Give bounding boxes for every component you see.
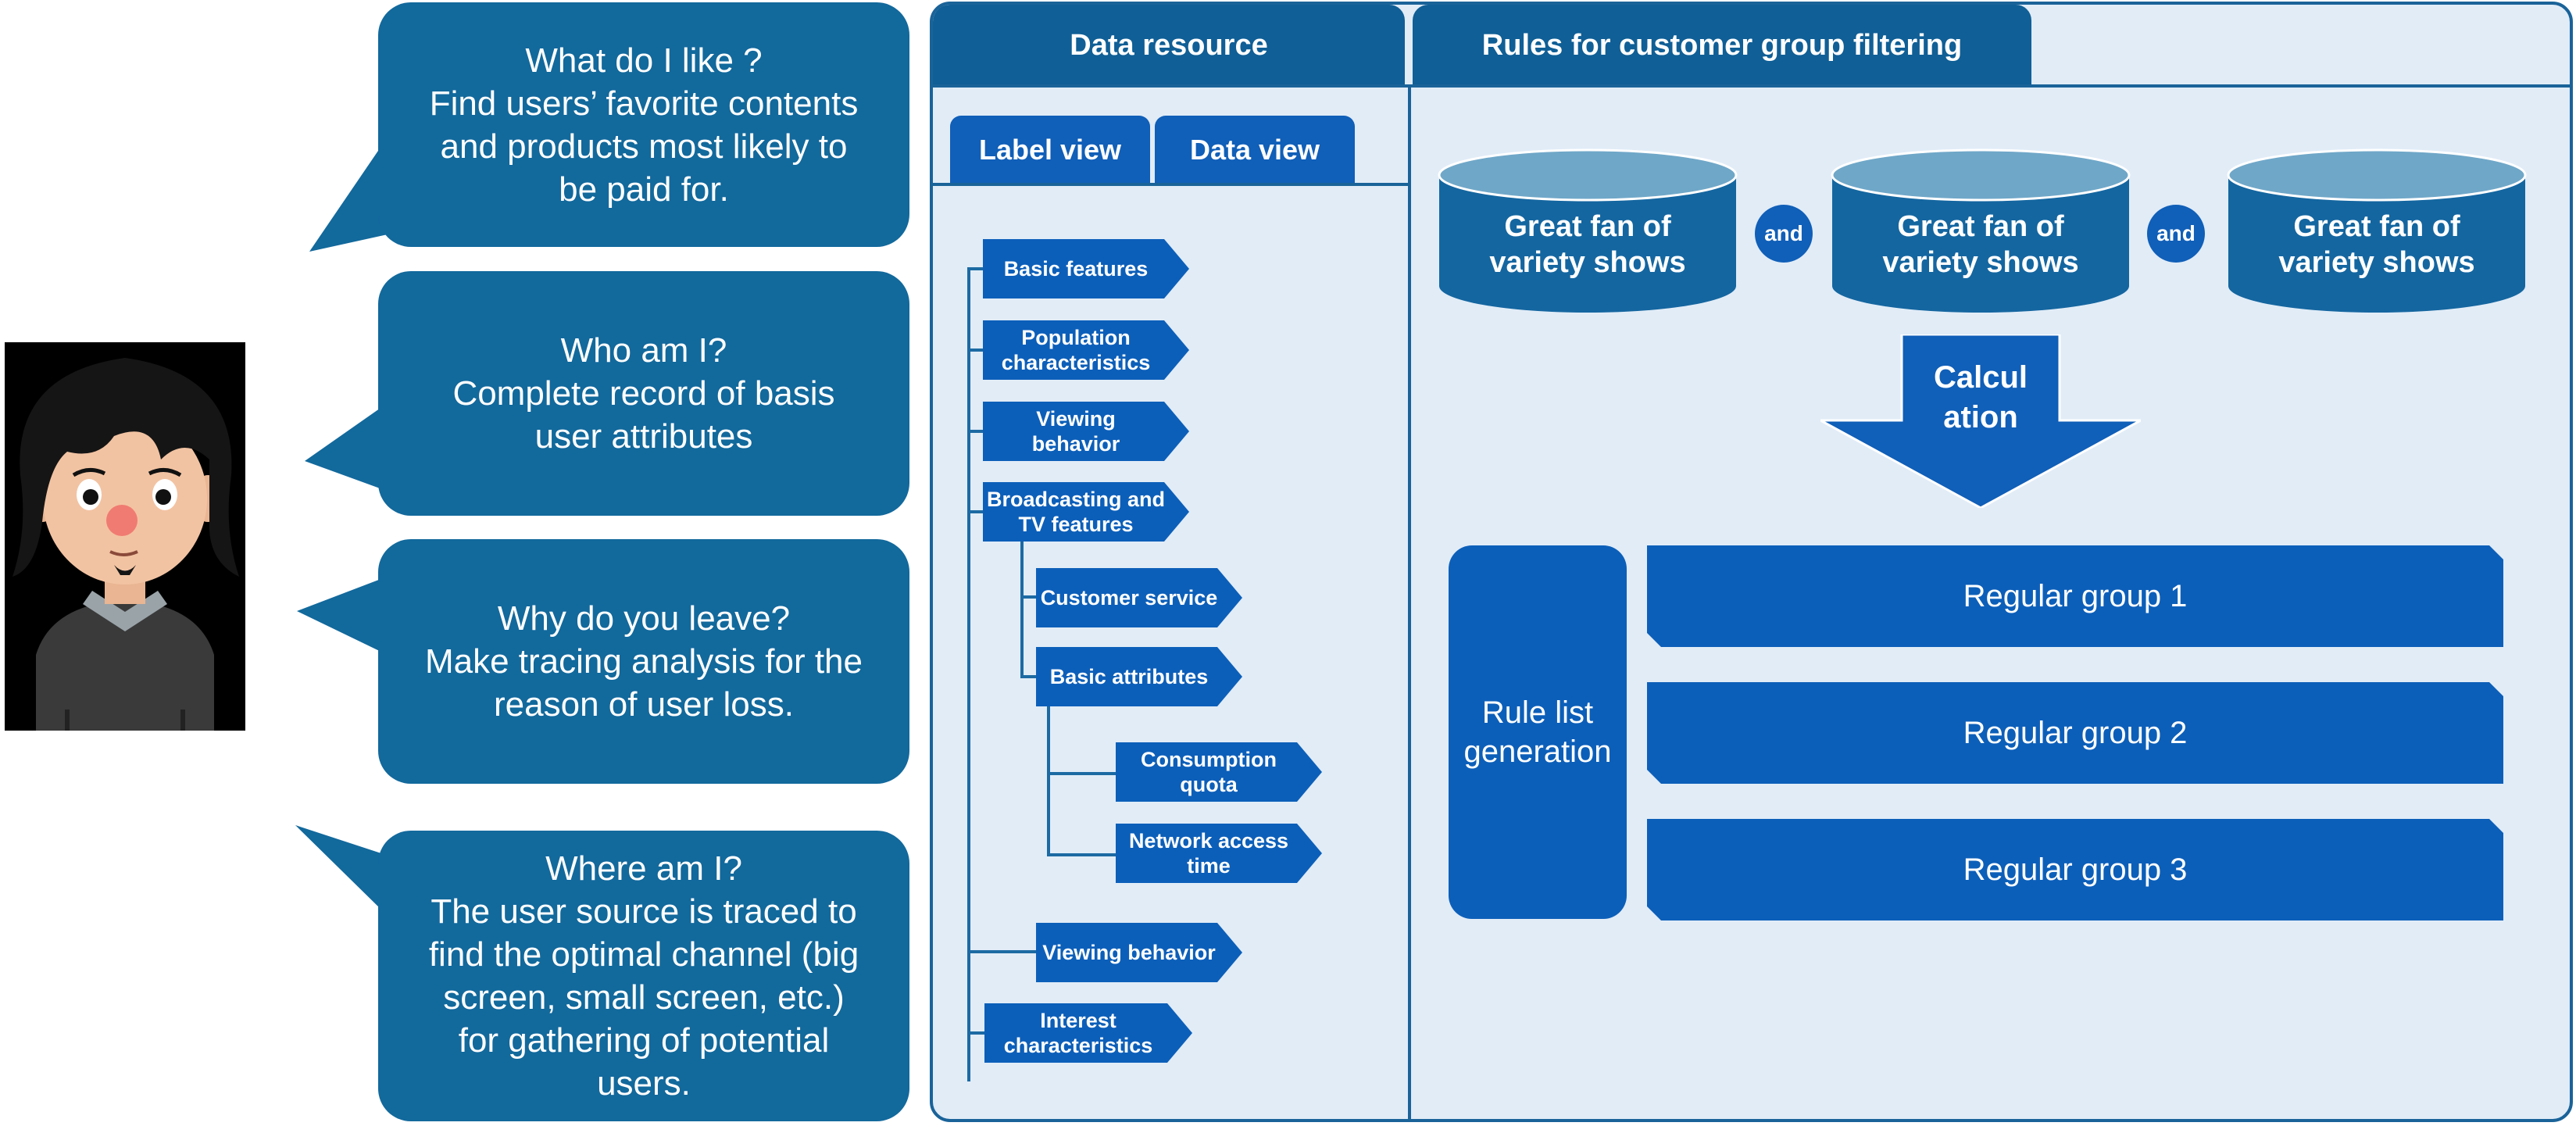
tree-item-basic-attributes[interactable]: Basic attributes bbox=[1036, 647, 1242, 706]
bubble-text: Who am I? Complete record of basis user … bbox=[452, 331, 835, 456]
tree-item-viewing-behavior-2[interactable]: Viewing behavior bbox=[1036, 923, 1242, 982]
bubble-tail-1 bbox=[309, 148, 388, 252]
tree-item-interest-characteristics[interactable]: Interest characteristics bbox=[984, 1003, 1192, 1063]
bubble-tail-2 bbox=[305, 406, 391, 492]
calculation-arrow-icon bbox=[1820, 334, 2141, 508]
regular-group-1[interactable]: Regular group 1 bbox=[1647, 545, 2503, 647]
tab-rules[interactable]: Rules for customer group filtering bbox=[1413, 5, 2031, 86]
group-label: Regular group 1 bbox=[1963, 578, 2188, 613]
cylinder-label: Great fan of variety shows bbox=[1489, 210, 1686, 279]
bubble-who-am-i: Who am I? Complete record of basis user … bbox=[378, 271, 909, 516]
tree-branch bbox=[1020, 675, 1038, 678]
tree-item-viewing-behavior[interactable]: Viewing behavior bbox=[983, 402, 1189, 461]
tree-branch bbox=[967, 430, 984, 433]
cylinder-shape bbox=[1438, 148, 1738, 313]
tab-label: Data resource bbox=[1070, 28, 1268, 62]
and-label: and bbox=[1764, 221, 1803, 245]
group-label: Regular group 3 bbox=[1963, 852, 2188, 887]
tree-item-customer-service[interactable]: Customer service bbox=[1036, 568, 1242, 627]
group-label: Regular group 2 bbox=[1963, 715, 2188, 750]
tree-branch bbox=[967, 1031, 986, 1035]
bubble-text: Where am I? The user source is traced to… bbox=[428, 849, 859, 1103]
tree-item-population-characteristics[interactable]: Population characteristics bbox=[983, 320, 1189, 380]
cartoon-user-icon bbox=[5, 342, 245, 731]
tree-branch bbox=[967, 267, 984, 270]
tree-trunk bbox=[967, 267, 970, 1081]
tree-branch bbox=[1020, 595, 1038, 599]
tab-label: Rules for customer group filtering bbox=[1481, 28, 1963, 62]
tree-branch bbox=[1047, 853, 1119, 856]
filter-cylinder-3[interactable]: Great fan of variety shows bbox=[2227, 148, 2527, 314]
tab-data-resource[interactable]: Data resource bbox=[933, 5, 1405, 86]
subtab-divider bbox=[933, 183, 1408, 186]
user-avatar bbox=[5, 342, 245, 731]
tree-branch bbox=[1047, 772, 1119, 775]
and-connector-2: and bbox=[2147, 205, 2205, 263]
and-connector-1: and bbox=[1755, 205, 1813, 263]
cylinder-label: Great fan of variety shows bbox=[1882, 210, 2079, 279]
bubble-what-do-i-like: What do I like ? Find users’ favorite co… bbox=[378, 2, 909, 247]
filter-cylinder-2[interactable]: Great fan of variety shows bbox=[1831, 148, 2131, 314]
calculation-label: Calcul ation bbox=[1933, 360, 2028, 435]
bubble-tail-4 bbox=[295, 825, 391, 911]
filter-cylinder-1[interactable]: Great fan of variety shows bbox=[1438, 148, 1738, 314]
tree-item-basic-features[interactable]: Basic features bbox=[983, 239, 1189, 298]
column-divider bbox=[1408, 84, 1411, 1119]
subtab-label: Label view bbox=[978, 134, 1122, 166]
bubble-text: What do I like ? Find users’ favorite co… bbox=[429, 41, 859, 209]
subtab-label: Data view bbox=[1189, 134, 1320, 166]
bubble-why-do-you-leave: Why do you leave? Make tracing analysis … bbox=[378, 539, 909, 784]
tree-item-broadcasting-tv-features[interactable]: Broadcasting and TV features bbox=[983, 482, 1189, 542]
rule-list-label: Rule list generation bbox=[1463, 695, 1612, 769]
bubble-text: Why do you leave? Make tracing analysis … bbox=[424, 599, 863, 724]
tab-divider bbox=[933, 84, 2570, 88]
tree-branch bbox=[967, 950, 1038, 953]
regular-group-2[interactable]: Regular group 2 bbox=[1647, 682, 2503, 784]
bubble-where-am-i: Where am I? The user source is traced to… bbox=[378, 831, 909, 1121]
tree-sub-trunk bbox=[1047, 703, 1050, 855]
tree-branch bbox=[967, 349, 984, 352]
cylinder-label: Great fan of variety shows bbox=[2278, 210, 2475, 279]
rule-list-generation: Rule list generation bbox=[1449, 545, 1627, 919]
tree-item-consumption-quota[interactable]: Consumption quota bbox=[1116, 742, 1322, 802]
tree-sub-trunk bbox=[1020, 539, 1024, 678]
subtab-data-view[interactable]: Data view bbox=[1155, 116, 1355, 184]
and-label: and bbox=[2156, 221, 2195, 245]
bubble-tail-3 bbox=[297, 578, 391, 656]
cylinder-shape bbox=[2227, 148, 2527, 313]
cylinder-shape bbox=[1831, 148, 2131, 313]
regular-group-3[interactable]: Regular group 3 bbox=[1647, 819, 2503, 920]
tree-item-network-access-time[interactable]: Network access time bbox=[1116, 824, 1322, 883]
subtab-label-view[interactable]: Label view bbox=[950, 116, 1150, 184]
tree-branch bbox=[967, 510, 984, 513]
